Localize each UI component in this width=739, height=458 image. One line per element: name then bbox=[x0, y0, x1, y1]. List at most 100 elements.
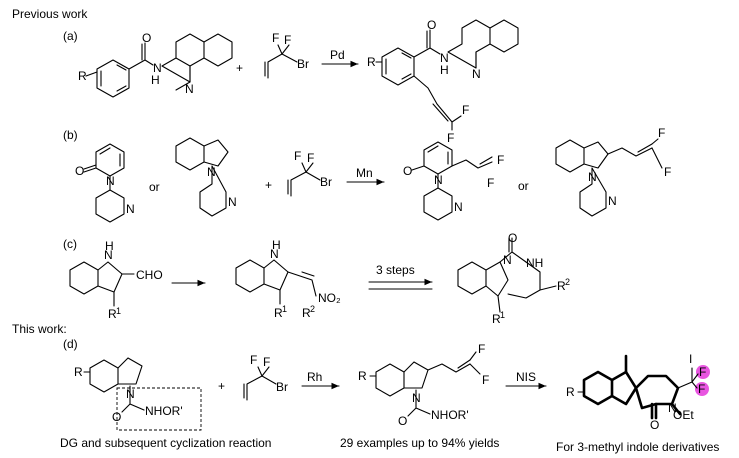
superscript-1: 1 bbox=[282, 304, 287, 314]
nitrovinylindole-structure: N H NO₂ R 1 R 2 bbox=[235, 238, 341, 320]
r2-group: R bbox=[557, 279, 566, 293]
n-atom: N bbox=[503, 253, 512, 267]
indole-carboxamide-structure: R N O NHOR' bbox=[74, 357, 183, 424]
o-atom: O bbox=[508, 231, 517, 245]
n-atom: N bbox=[106, 174, 115, 188]
n-atom: N bbox=[440, 51, 449, 65]
f-atom: F bbox=[664, 165, 671, 179]
reagent-nis: NIS bbox=[516, 370, 536, 384]
n-atom: N bbox=[104, 248, 113, 262]
or-1: or bbox=[149, 180, 160, 194]
f-atom: F bbox=[447, 131, 454, 145]
scheme-b: O N N or N N + F F Br Mn bbox=[75, 126, 671, 223]
n-atom: N bbox=[454, 200, 463, 214]
n-atom: N bbox=[588, 170, 597, 184]
n-atom: N bbox=[228, 195, 237, 209]
o-atom: O bbox=[398, 414, 407, 428]
br-atom: Br bbox=[297, 57, 309, 71]
iododifluoro-pyrimidoindolone-structure: R I O N OEt F F bbox=[566, 352, 710, 432]
this-work-heading: This work: bbox=[12, 322, 67, 336]
label-d: (d) bbox=[63, 337, 78, 351]
fluorine-highlight-marker bbox=[695, 382, 709, 396]
o-atom: O bbox=[142, 31, 151, 45]
br-atom: Br bbox=[276, 380, 288, 394]
h-atom: H bbox=[440, 63, 449, 77]
label-a: (a) bbox=[63, 29, 78, 43]
plus-a: + bbox=[236, 61, 243, 75]
f-atom: F bbox=[698, 382, 705, 396]
indole-2-carbaldehyde-structure: N H CHO R 1 bbox=[69, 239, 163, 321]
f-atom: F bbox=[263, 355, 270, 369]
r-group: R bbox=[74, 365, 83, 379]
fluorine-highlight-marker bbox=[696, 365, 710, 379]
n-atom: N bbox=[434, 173, 443, 187]
f-atom: F bbox=[658, 126, 665, 140]
n-pyridylindole-structure: N N bbox=[175, 137, 237, 217]
f-atom: F bbox=[482, 373, 489, 387]
f-atom: F bbox=[307, 151, 314, 165]
quinoline-n: N bbox=[185, 82, 194, 96]
n-atom: N bbox=[126, 387, 135, 401]
scheme-d: R N O NHOR' + F F Br Rh R N O NHOR' bbox=[74, 342, 710, 432]
pyrimidoindolone-structure: O N NH R 2 R 1 bbox=[457, 231, 570, 326]
n-atom: N bbox=[608, 194, 617, 208]
bromodifluoropropene-b: F F Br bbox=[287, 149, 332, 197]
n-atom: N bbox=[668, 401, 677, 415]
h-atom: H bbox=[151, 73, 160, 87]
quinoline-n: N bbox=[472, 67, 481, 81]
r-group: R bbox=[358, 369, 367, 383]
reagent-3-steps: 3 steps bbox=[376, 263, 415, 277]
r-group: R bbox=[566, 385, 575, 399]
f-atom: F bbox=[294, 149, 301, 163]
f-atom: F bbox=[478, 342, 485, 356]
difluoroallylindole-structure: R N O NHOR' F F bbox=[358, 342, 489, 428]
bromodifluoropropene-d: F F Br bbox=[243, 353, 288, 401]
scheme-c: N H CHO R 1 N H NO₂ R 1 R 2 3 steps bbox=[69, 231, 570, 326]
r1-group: R bbox=[274, 306, 283, 320]
o-atom: O bbox=[75, 164, 84, 178]
oet-group: OEt bbox=[673, 408, 694, 422]
i-atom: I bbox=[689, 352, 692, 366]
catalyst-pd: Pd bbox=[330, 48, 345, 62]
o-atom: O bbox=[427, 18, 436, 32]
f-atom: F bbox=[462, 103, 469, 117]
or-2: or bbox=[518, 179, 529, 193]
nhor-group: NHOR' bbox=[145, 404, 183, 418]
n-atom: N bbox=[126, 202, 135, 216]
r1-group: R bbox=[108, 307, 117, 321]
superscript-2: 2 bbox=[310, 304, 315, 314]
caption-examples-yields: 29 examples up to 94% yields bbox=[340, 436, 499, 450]
product-b2-structure: N N F F bbox=[555, 126, 671, 217]
o-atom: O bbox=[650, 418, 659, 432]
n-atom: N bbox=[153, 61, 162, 75]
f-atom: F bbox=[284, 33, 291, 47]
catalyst-rh: Rh bbox=[307, 370, 322, 384]
label-b: (b) bbox=[63, 128, 78, 142]
product-a-structure: O N H R F F N bbox=[367, 18, 519, 145]
h-atom: H bbox=[105, 239, 114, 253]
previous-work-heading: Previous work bbox=[12, 7, 88, 21]
nhor-group: NHOR' bbox=[431, 408, 469, 422]
f-atom: F bbox=[272, 31, 279, 45]
cho-group: CHO bbox=[136, 268, 163, 282]
f-atom: F bbox=[487, 176, 494, 190]
benzamide-structure: O N H R N bbox=[78, 31, 233, 98]
o-atom: O bbox=[403, 164, 412, 178]
n-atom: N bbox=[412, 391, 421, 405]
r-group: R bbox=[78, 69, 87, 83]
superscript-1: 1 bbox=[500, 310, 505, 320]
plus-b: + bbox=[265, 178, 272, 192]
label-c: (c) bbox=[63, 237, 77, 251]
no2-group: NO₂ bbox=[318, 291, 341, 305]
caption-3-methyl-indole: For 3-methyl indole derivatives bbox=[556, 440, 719, 454]
bromodifluoropropene-a: F F Br bbox=[264, 31, 309, 79]
r1-group: R bbox=[492, 312, 501, 326]
caption-dg-cyclization: DG and subsequent cyclization reaction bbox=[60, 436, 271, 450]
nh-group: NH bbox=[526, 256, 543, 270]
pyridone-structure: O N N bbox=[75, 143, 135, 223]
directing-group-box bbox=[116, 387, 202, 431]
h-atom: H bbox=[272, 238, 281, 252]
n-atom: N bbox=[207, 165, 216, 179]
